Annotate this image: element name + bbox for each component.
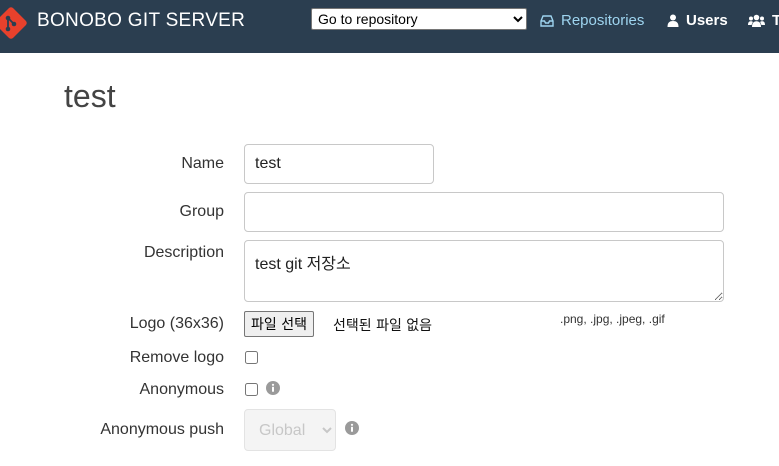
navbar: BONOBO GIT SERVER Go to repository Repos…: [0, 0, 779, 53]
anonymous-push-label: Anonymous push: [100, 421, 224, 438]
brand-title[interactable]: BONOBO GIT SERVER: [37, 10, 246, 31]
group-label: Group: [179, 203, 224, 220]
anonymous-checkbox[interactable]: [245, 383, 258, 396]
group-input[interactable]: [244, 192, 724, 232]
user-icon: [667, 14, 679, 27]
anonymous-label: Anonymous: [139, 381, 225, 398]
nav-users-label: Users: [686, 12, 728, 29]
file-status-text: 선택된 파일 없음: [333, 318, 433, 334]
page-title: test: [64, 78, 116, 114]
remove-logo-checkbox[interactable]: [245, 351, 258, 364]
go-to-repository-select[interactable]: Go to repository: [311, 8, 527, 30]
description-textarea[interactable]: test git 저장소: [244, 240, 724, 302]
name-input[interactable]: [244, 144, 434, 184]
anonymous-push-select[interactable]: Global: [244, 409, 336, 451]
nav-repositories[interactable]: Repositories: [540, 12, 644, 29]
choose-file-button[interactable]: 파일 선택: [244, 311, 314, 337]
info-icon[interactable]: [345, 421, 359, 435]
inbox-icon: [540, 14, 554, 27]
users-group-icon: [748, 14, 765, 27]
nav-users[interactable]: Users: [667, 12, 728, 29]
nav-teams-label: T: [772, 12, 779, 29]
git-logo-icon[interactable]: [0, 6, 28, 40]
info-icon[interactable]: [266, 381, 280, 395]
description-label: Description: [143, 244, 224, 261]
nav-teams[interactable]: T: [748, 12, 779, 29]
logo-label: Logo (36x36): [129, 315, 224, 332]
remove-logo-label: Remove logo: [129, 349, 224, 366]
logo-format-hint: .png, .jpg, .jpeg, .gif: [560, 312, 665, 326]
name-label: Name: [181, 155, 224, 172]
nav-repositories-label: Repositories: [561, 12, 645, 29]
